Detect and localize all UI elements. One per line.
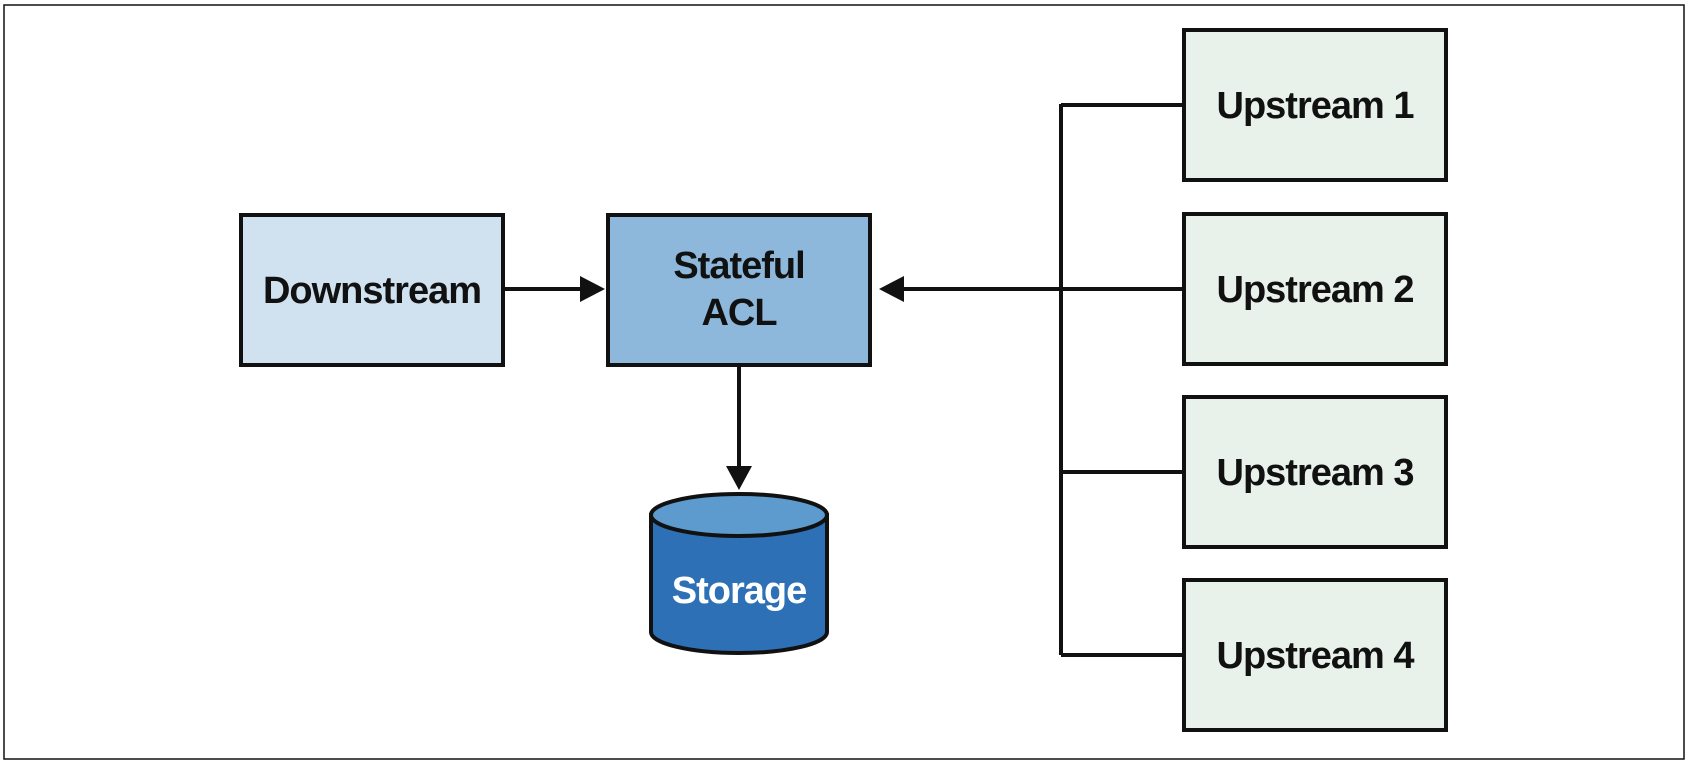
upstream-4-box [1182,578,1448,732]
stateful-acl-label-line2: ACL [701,292,777,334]
downstream-label: Downstream [263,270,481,312]
arrowhead-into-storage [726,466,752,490]
upstream-3-label: Upstream 3 [1217,452,1414,494]
storage-cylinder-top [649,492,829,538]
downstream-node: Downstream [239,213,505,367]
storage-cylinder-body [649,513,829,655]
stateful-acl-node: Stateful ACL [606,213,872,367]
connectors [504,103,1184,657]
upstream-4-node: Upstream 4 [1182,578,1448,732]
stateful-acl-label-line1: Stateful [673,245,804,287]
diagram-frame [3,4,1685,760]
storage-label: Storage [672,570,806,612]
arrowhead-into-acl-left [580,276,605,302]
upstream-1-box [1182,28,1448,182]
downstream-box [239,213,505,367]
upstream-1-node: Upstream 1 [1182,28,1448,182]
upstream-3-box [1182,395,1448,549]
upstream-1-label: Upstream 1 [1217,85,1415,127]
upstream-2-label: Upstream 2 [1217,269,1414,311]
upstream-4-label: Upstream 4 [1217,635,1415,677]
stateful-acl-box [606,213,872,367]
upstream-2-node: Upstream 2 [1182,212,1448,366]
arrowhead-into-acl-right [879,276,904,302]
upstream-2-box [1182,212,1448,366]
storage-node: Storage [649,492,829,655]
upstream-3-node: Upstream 3 [1182,395,1448,549]
